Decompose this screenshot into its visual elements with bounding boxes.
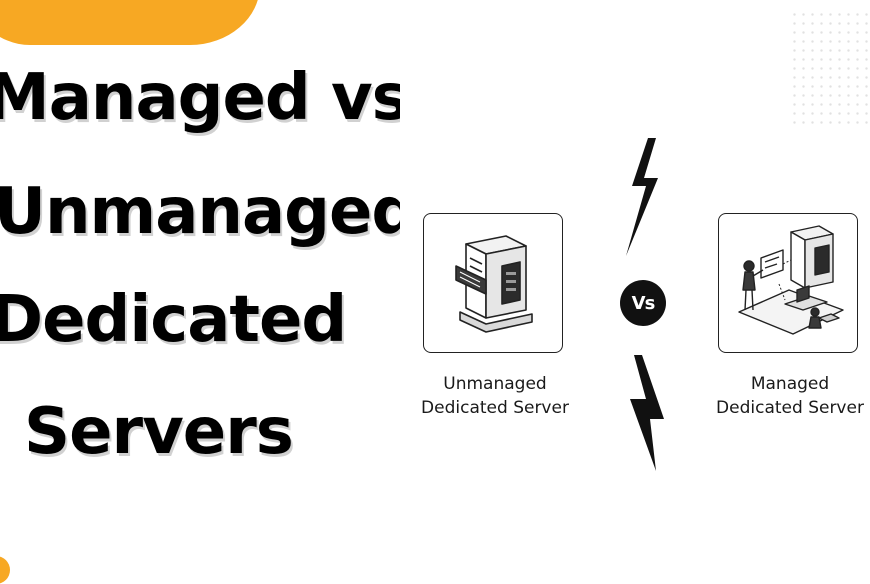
managed-server-card: [718, 213, 858, 353]
headline-line-4: Servers: [24, 395, 294, 469]
headline-line-2: Unmanaged: [0, 175, 400, 249]
lightning-bolt-bottom-icon: [630, 355, 664, 471]
vs-badge: Vs: [620, 280, 666, 326]
decorative-orange-blob-top: [0, 0, 260, 45]
unmanaged-caption-line-2: Dedicated Server: [421, 398, 569, 418]
headline-line-3: Dedicated: [0, 283, 347, 357]
decorative-dot-pattern: [790, 10, 870, 130]
managed-caption-line-1: Managed: [750, 374, 830, 394]
unmanaged-caption-line-1: Unmanaged: [443, 374, 547, 394]
managed-server-team-icon: [738, 225, 844, 335]
unmanaged-server-caption: Unmanaged Dedicated Server: [395, 372, 595, 420]
managed-server-caption: Managed Dedicated Server: [690, 372, 870, 420]
lightning-bolt-top-icon: [626, 138, 658, 256]
unmanaged-server-card: [423, 213, 563, 353]
headline-line-1: Managed vs: [0, 61, 400, 135]
managed-caption-line-2: Dedicated Server: [716, 398, 864, 418]
decorative-orange-blob-bottom: [0, 556, 10, 584]
server-icon: [455, 235, 533, 333]
headline: Managed vs Unmanaged Dedicated Servers: [0, 40, 400, 480]
